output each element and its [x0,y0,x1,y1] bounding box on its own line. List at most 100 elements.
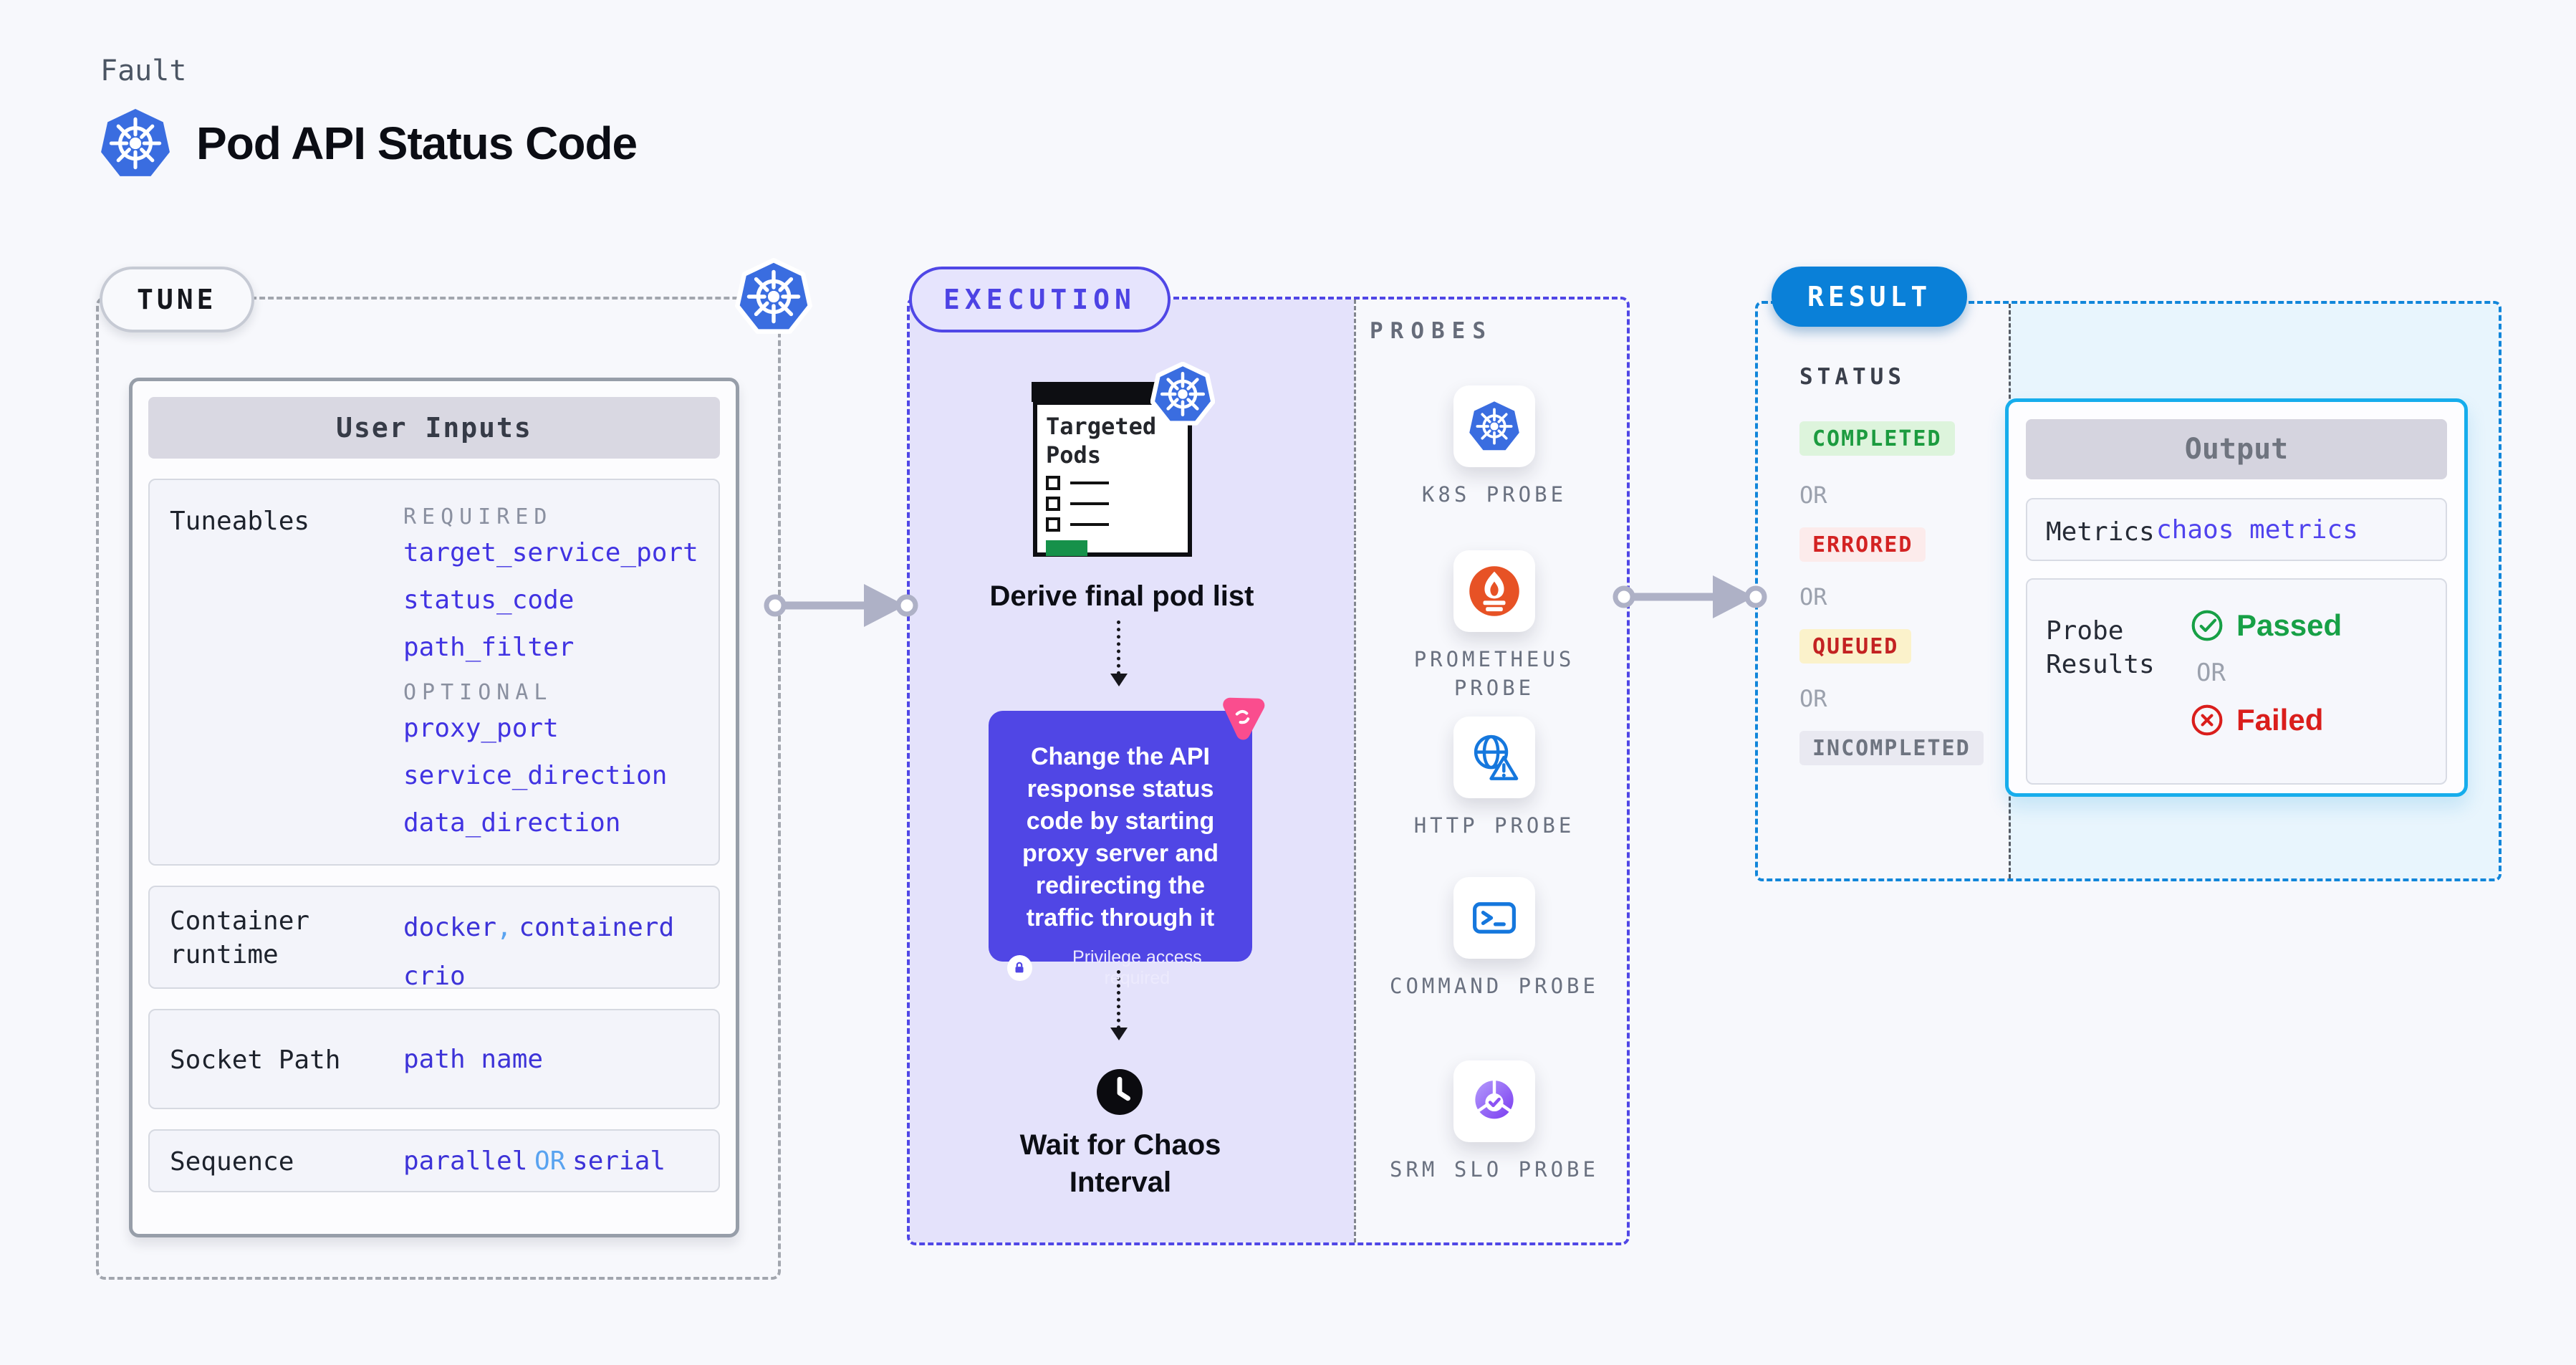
window-titlebar [1032,382,1169,402]
fault-action-note: Change the API response status code by s… [1022,743,1219,931]
sequence-serial: serial [572,1146,666,1176]
page-title: Pod API Status Code [196,118,638,169]
fault-kicker: Fault [100,54,187,87]
status-label: STATUS [1799,364,1905,390]
derive-pod-list-label: Derive final pod list [989,580,1254,612]
page-header: Pod API Status Code [99,106,638,181]
prometheus-icon [1453,550,1535,632]
clock-icon [1097,1069,1143,1115]
status-badge-queued: QUEUED [1799,629,1912,664]
list-line [1070,482,1109,484]
metrics-row: Metrics chaos metrics [2026,498,2447,561]
probe-item-http: HTTP PROBE [1370,717,1619,840]
sequence-parallel: parallel [403,1146,528,1176]
or-separator: OR [1799,583,1827,610]
or-separator: OR [1799,482,1827,509]
progress-bar [1046,540,1087,556]
privilege-note: Privilege access required [1072,947,1202,988]
or-separator: OR [1799,685,1827,712]
pod-list-row [1046,497,1179,511]
flow-arrow [764,584,918,627]
status-badge-errored: ERRORED [1799,527,1926,562]
probe-item-command: COMMAND PROBE [1370,877,1619,1000]
wait-chaos-interval-label: Wait for Chaos Interval [1019,1129,1221,1198]
probe-results-row: Probe Results Passed OR Failed [2026,578,2447,785]
tuneables-label: Tuneables [170,507,310,536]
metrics-value: chaos metrics [2156,515,2358,545]
status-badge-incompleted: INCOMPLETED [1799,731,1984,765]
x-circle-icon [2191,704,2223,736]
passed-label: Passed [2236,608,2342,642]
container-runtime-row: Container runtime docker, containerd cri… [148,886,720,991]
output-card: Output Metrics chaos metrics Probe Resul… [2005,398,2468,797]
failed-label: Failed [2236,703,2324,737]
sequence-label: Sequence [170,1147,294,1177]
chaos-spark-icon [1223,697,1265,740]
required-label: REQUIRED [403,504,553,530]
param-path-filter: path_filter [403,633,575,662]
privilege-row: Privilege access required [1007,947,1234,989]
pod-list-row [1046,476,1179,490]
runtime-docker: docker [403,913,497,942]
socket-path-label: Socket Path [170,1045,341,1075]
user-inputs-title: User Inputs [148,397,720,459]
param-proxy-port: proxy_port [403,714,559,743]
kubernetes-icon [1150,362,1215,426]
probe-label: SRM SLO PROBE [1390,1157,1599,1182]
sequence-row: Sequence parallel OR serial [148,1129,720,1192]
optional-label: OPTIONAL [403,680,553,705]
param-status-code: status_code [403,585,575,615]
container-runtime-label: Container runtime [170,906,310,969]
flow-arrow-dotted [1110,970,1128,1040]
param-data-direction: data_direction [403,808,621,838]
kubernetes-icon [735,258,812,334]
runtime-crio: crio [403,962,466,991]
failed-line: Failed [2191,703,2342,737]
metrics-label: Metrics [2046,517,2155,547]
window-body: Targeted Pods [1033,401,1192,557]
kubernetes-icon [101,109,170,176]
probe-item-k8s: K8S PROBE [1370,385,1619,509]
probe-item-srm-slo: SRM SLO PROBE [1370,1060,1619,1184]
probe-label: K8S PROBE [1421,482,1567,507]
list-line [1070,502,1109,505]
kubernetes-icon [1453,385,1535,467]
tuneables-row: Tuneables REQUIRED target_service_port s… [148,479,720,866]
pod-list-row [1046,517,1179,532]
output-title: Output [2026,419,2447,479]
targeted-pods-title: Targeted Pods [1046,413,1157,469]
user-inputs-card: User Inputs Tuneables REQUIRED target_se… [129,378,739,1237]
fault-action-card: Change the API response status code by s… [989,697,1265,988]
list-line [1070,523,1109,526]
socket-path-value: path name [403,1045,544,1074]
passed-line: Passed [2191,608,2342,643]
status-pane [1758,304,2009,878]
or-separator: OR [2196,658,2226,687]
lock-icon [1007,955,1032,981]
flow-arrow [1613,575,1767,618]
checkbox-icon [1046,517,1060,532]
globe-warning-icon [1453,717,1535,798]
runtime-separator: , [496,913,512,942]
probe-results-label: Probe Results [2046,616,2155,679]
execution-badge: EXECUTION [909,267,1171,332]
checkbox-icon [1046,497,1060,511]
tune-badge: TUNE [100,267,254,332]
probe-label: HTTP PROBE [1413,813,1575,838]
probe-item-prometheus: PROMETHEUS PROBE [1370,550,1619,702]
terminal-icon [1453,877,1535,959]
probes-label: PROBES [1370,318,1493,344]
probe-label: COMMAND PROBE [1390,974,1599,998]
runtime-containerd: containerd [519,913,675,942]
check-circle-icon [2191,610,2223,641]
socket-path-row: Socket Path path name [148,1009,720,1109]
status-badge-completed: COMPLETED [1799,421,1955,456]
param-target-service-port: target_service_port [403,538,698,567]
targeted-pods-window: Targeted Pods [1032,362,1215,557]
tune-section-box [96,297,781,1280]
checkbox-icon [1046,476,1060,490]
probe-label: PROMETHEUS PROBE [1413,647,1575,700]
flow-arrow-dotted [1110,621,1128,686]
param-service-direction: service_direction [403,761,668,790]
